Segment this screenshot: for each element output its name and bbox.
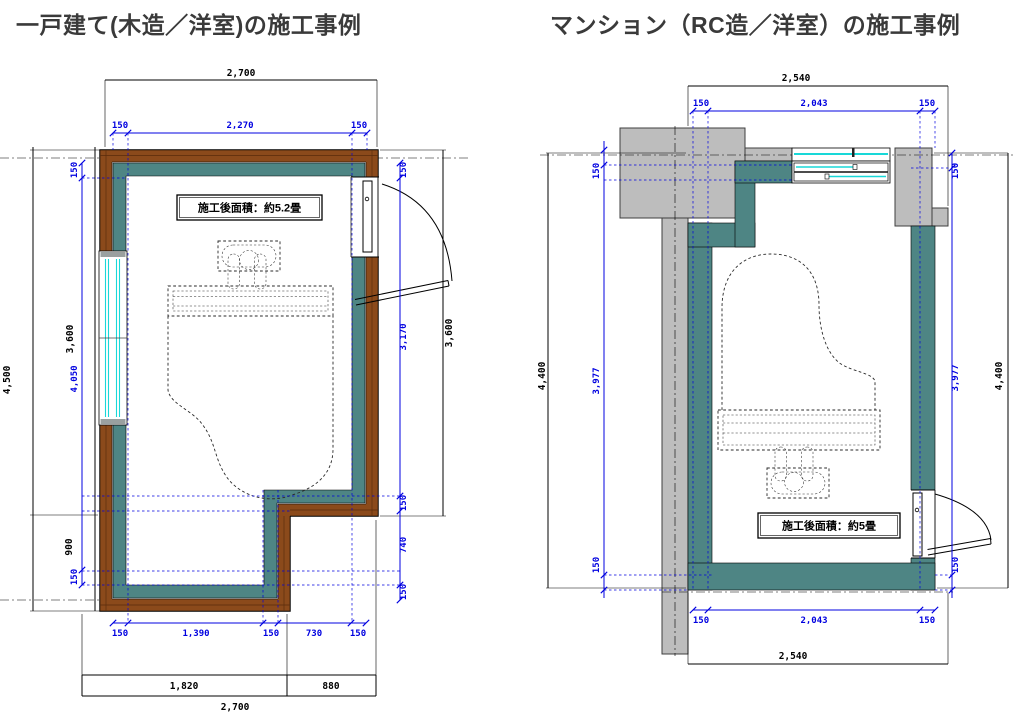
concrete-top-wall	[744, 147, 793, 162]
right-plan-title: マンション（RC造／洋室）の施工事例	[550, 12, 961, 38]
window-cap-top	[100, 252, 126, 257]
left-plan-title: 一戸建て(木造／洋室)の施工事例	[16, 12, 362, 38]
dim-blue-bottom-3: 150	[263, 629, 279, 639]
dim-blue-top-left: 150	[693, 99, 709, 109]
dim-blue-bottom-1: 150	[112, 629, 128, 639]
piano-bench	[766, 446, 830, 499]
door-handle	[364, 196, 370, 202]
window	[98, 250, 128, 426]
bench-foot-left	[227, 253, 240, 290]
piano-keyboard-frame	[167, 285, 334, 317]
dim-blue-top-right: 150	[351, 121, 367, 131]
dim-blue-left-bottom: 150	[70, 569, 80, 585]
witness-lines	[604, 111, 952, 591]
bench-foot-left	[774, 446, 787, 482]
door	[910, 489, 992, 559]
dim-left-total: 4,500	[2, 365, 13, 394]
dim-blue-right-4: 740	[399, 537, 409, 553]
area-label-box: 施工後面積：約5畳	[757, 512, 901, 539]
apartment-floorplan: 施工後面積：約5畳 2,540 4,400 4,400 2,540	[538, 73, 1013, 665]
dim-blue-left-top: 150	[70, 162, 80, 178]
piano-keyboard-hatch	[722, 414, 876, 446]
door-swing-arc	[381, 183, 453, 282]
dim-blue-bottom-5: 150	[350, 629, 366, 639]
dim-blue-right-5: 150	[399, 584, 409, 600]
dim-blue-left-top: 150	[592, 163, 602, 179]
dim-blue-left-bottom: 150	[592, 557, 602, 573]
soundproof-walls	[687, 160, 936, 591]
door-swing-arc	[934, 493, 992, 541]
piano-body	[721, 253, 876, 410]
dim-bottom-a: 1,820	[170, 681, 199, 692]
door-panel	[362, 180, 373, 253]
dim-bottom: 2,540	[779, 651, 808, 662]
dim-blue-bottom-mid: 2,043	[800, 616, 827, 626]
dim-top: 2,540	[782, 73, 811, 84]
dim-blue-top-mid: 2,270	[226, 121, 253, 131]
piano-keyboard-hatch	[172, 290, 329, 312]
witness-lines	[82, 133, 400, 623]
blue-dimensions: 150 2,043 150 150 3,977 150 150 3,977 15…	[592, 99, 961, 626]
soundproof-panel-wall	[112, 162, 366, 599]
concrete-block-topright	[894, 147, 933, 227]
dim-blue-right-3: 150	[399, 495, 409, 511]
black-dimensions: 2,700 4,500 3,600 900 3,600 1,820 880 2,…	[2, 68, 455, 713]
concrete-protrusion	[931, 207, 949, 227]
window-handle	[852, 148, 855, 157]
dim-right: 4,400	[994, 361, 1005, 390]
dim-left: 4,400	[538, 361, 548, 390]
wood-grain-lines	[100, 150, 378, 611]
window-cap-bottom	[100, 419, 126, 424]
dim-blue-bottom-4: 730	[306, 629, 322, 639]
door	[350, 176, 453, 306]
piano-keyboard-frame	[717, 409, 881, 451]
detached-house-floorplan: 施工後面積：約5.2畳 2,700 4,500 3,600 900 3,600	[0, 68, 470, 713]
dim-blue-right-mid: 3,977	[951, 364, 961, 391]
bench-foot-right	[801, 446, 814, 482]
dim-left-lower: 900	[64, 538, 75, 555]
dim-blue-top-right: 150	[919, 99, 935, 109]
door-panel	[912, 492, 923, 557]
axis-centerlines	[540, 126, 1013, 656]
concrete-block-topleft	[619, 127, 746, 219]
window	[791, 147, 891, 184]
axis-centerlines	[0, 157, 470, 601]
dim-blue-left-mid: 4,050	[70, 365, 80, 392]
dim-blue-bottom-2: 1,390	[182, 629, 209, 639]
area-label-box: 施工後面積：約5.2畳	[176, 194, 323, 221]
bench-foot-right	[254, 253, 267, 290]
area-label-text: 施工後面積：約5畳	[782, 519, 876, 533]
dim-blue-right-bottom: 150	[951, 557, 961, 573]
door-handle	[914, 507, 920, 513]
piano-body	[167, 316, 334, 500]
door-leaf-open	[354, 280, 450, 306]
dim-blue-left-mid: 3,977	[592, 367, 602, 394]
dim-bottom-b: 880	[322, 681, 339, 692]
dim-blue-top-left: 150	[112, 121, 128, 131]
dim-left-upper: 3,600	[65, 324, 76, 353]
black-dimensions: 2,540 4,400 4,400 2,540	[538, 73, 1009, 665]
area-label-text: 施工後面積：約5.2畳	[198, 201, 301, 215]
door-leaf-open	[927, 538, 992, 556]
dim-top-total: 2,700	[227, 68, 256, 79]
dim-blue-right-1: 150	[399, 162, 409, 178]
dim-blue-bottom-left: 150	[693, 616, 709, 626]
dim-blue-right-2: 3,170	[399, 323, 409, 350]
blue-dimensions: 150 2,270 150 150 4,050 150 150 3,170 15…	[70, 121, 409, 639]
dim-right: 3,600	[444, 318, 455, 347]
dim-blue-right-top: 150	[951, 163, 961, 179]
dim-bottom-total: 2,700	[221, 702, 250, 713]
piano-bench	[217, 240, 281, 290]
grand-piano	[167, 285, 334, 500]
grand-piano	[717, 253, 881, 451]
dim-blue-bottom-right: 150	[919, 616, 935, 626]
dim-blue-top-mid: 2,043	[800, 99, 827, 109]
